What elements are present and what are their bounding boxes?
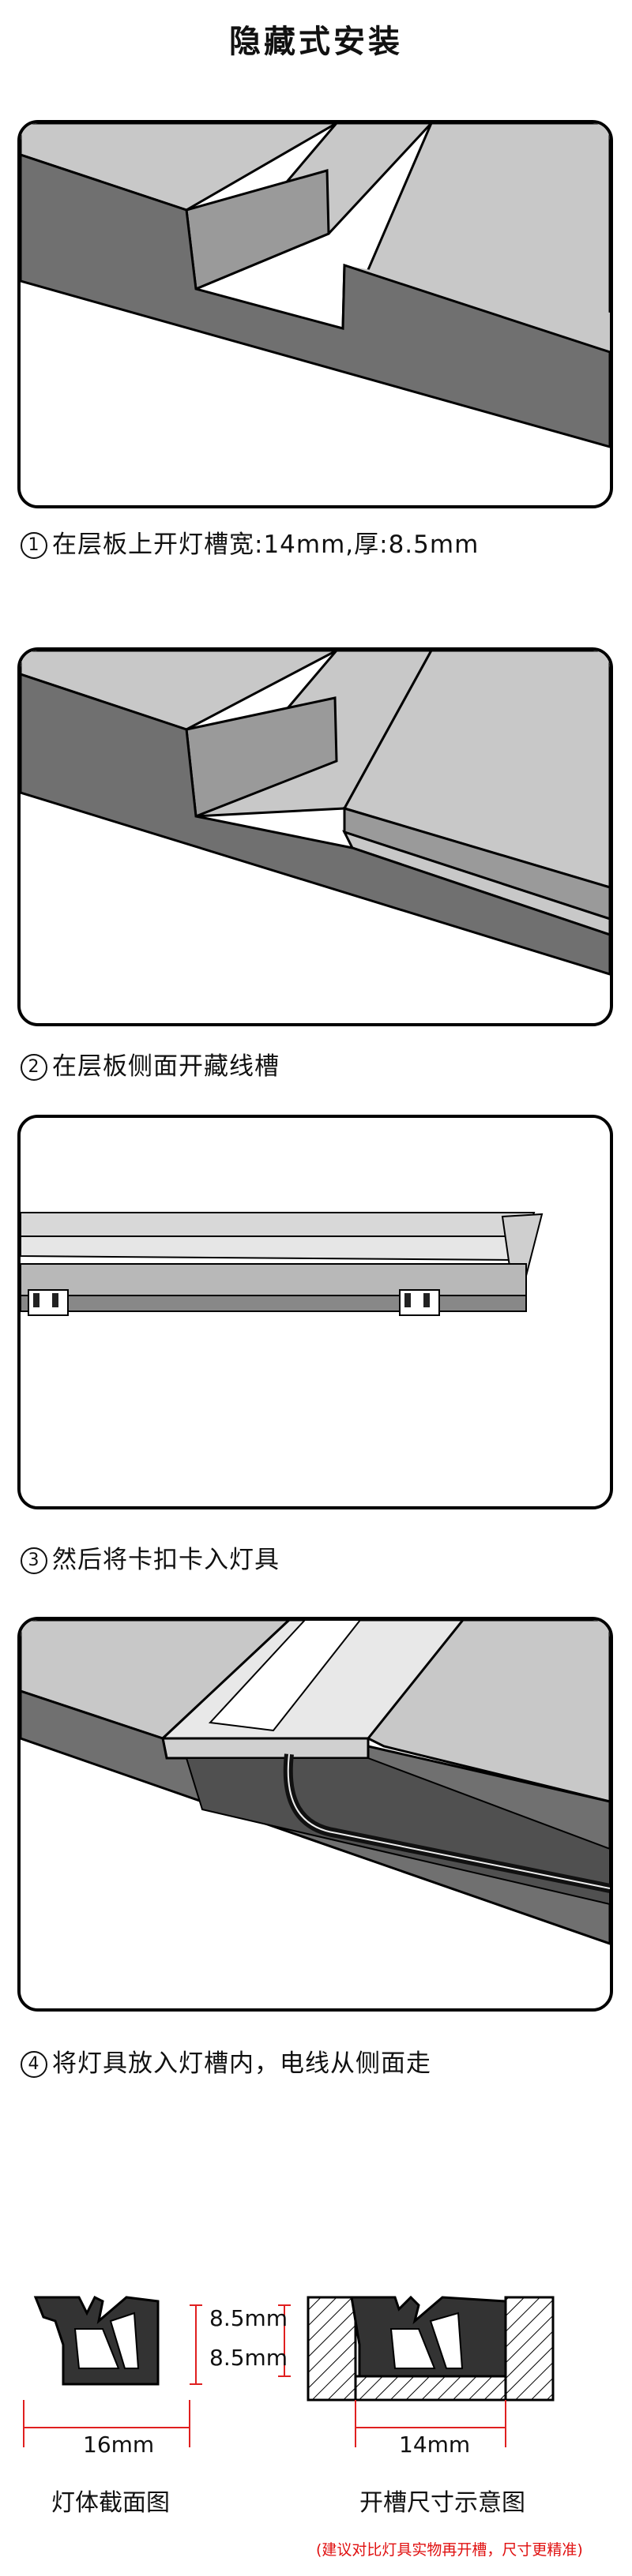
step2-illustration xyxy=(17,647,613,1026)
step-number: 3 xyxy=(21,1547,47,1574)
step-text: 在层板上开灯槽宽:14mm,厚:8.5mm xyxy=(52,531,480,559)
step4-illustration xyxy=(17,1617,613,2012)
profile-cross-section xyxy=(33,2295,160,2386)
dim-slot-width: 14mm xyxy=(399,2432,471,2458)
dim-height-bottom: 8.5mm xyxy=(209,2345,288,2371)
dimension-diagram: 8.5mm 8.5mm 16mm 14mm 灯体截面图 开槽尺寸示意图 xyxy=(0,2274,632,2573)
step1-illustration xyxy=(17,120,613,508)
step-number: 2 xyxy=(21,1054,47,1081)
dim-height-top: 8.5mm xyxy=(209,2305,288,2331)
clip-icon xyxy=(28,1289,69,1316)
slot-cross-section xyxy=(307,2295,555,2402)
step-number: 4 xyxy=(21,2051,47,2078)
step3-illustration xyxy=(17,1115,613,1509)
caption-right: 开槽尺寸示意图 xyxy=(359,2489,525,2517)
step-text: 然后将卡扣卡入灯具 xyxy=(52,1546,280,1574)
step-text: 将灯具放入灯槽内，电线从侧面走 xyxy=(52,2049,431,2078)
step-number: 1 xyxy=(21,532,47,559)
step-text: 在层板侧面开藏线槽 xyxy=(52,1052,280,1081)
page-title: 隐藏式安装 xyxy=(229,24,403,60)
clip-icon xyxy=(399,1289,440,1316)
measurement-note: (建议对比灯具实物再开槽，尺寸更精准) xyxy=(316,2541,583,2559)
caption-left: 灯体截面图 xyxy=(51,2489,170,2517)
dim-profile-width: 16mm xyxy=(83,2432,155,2458)
